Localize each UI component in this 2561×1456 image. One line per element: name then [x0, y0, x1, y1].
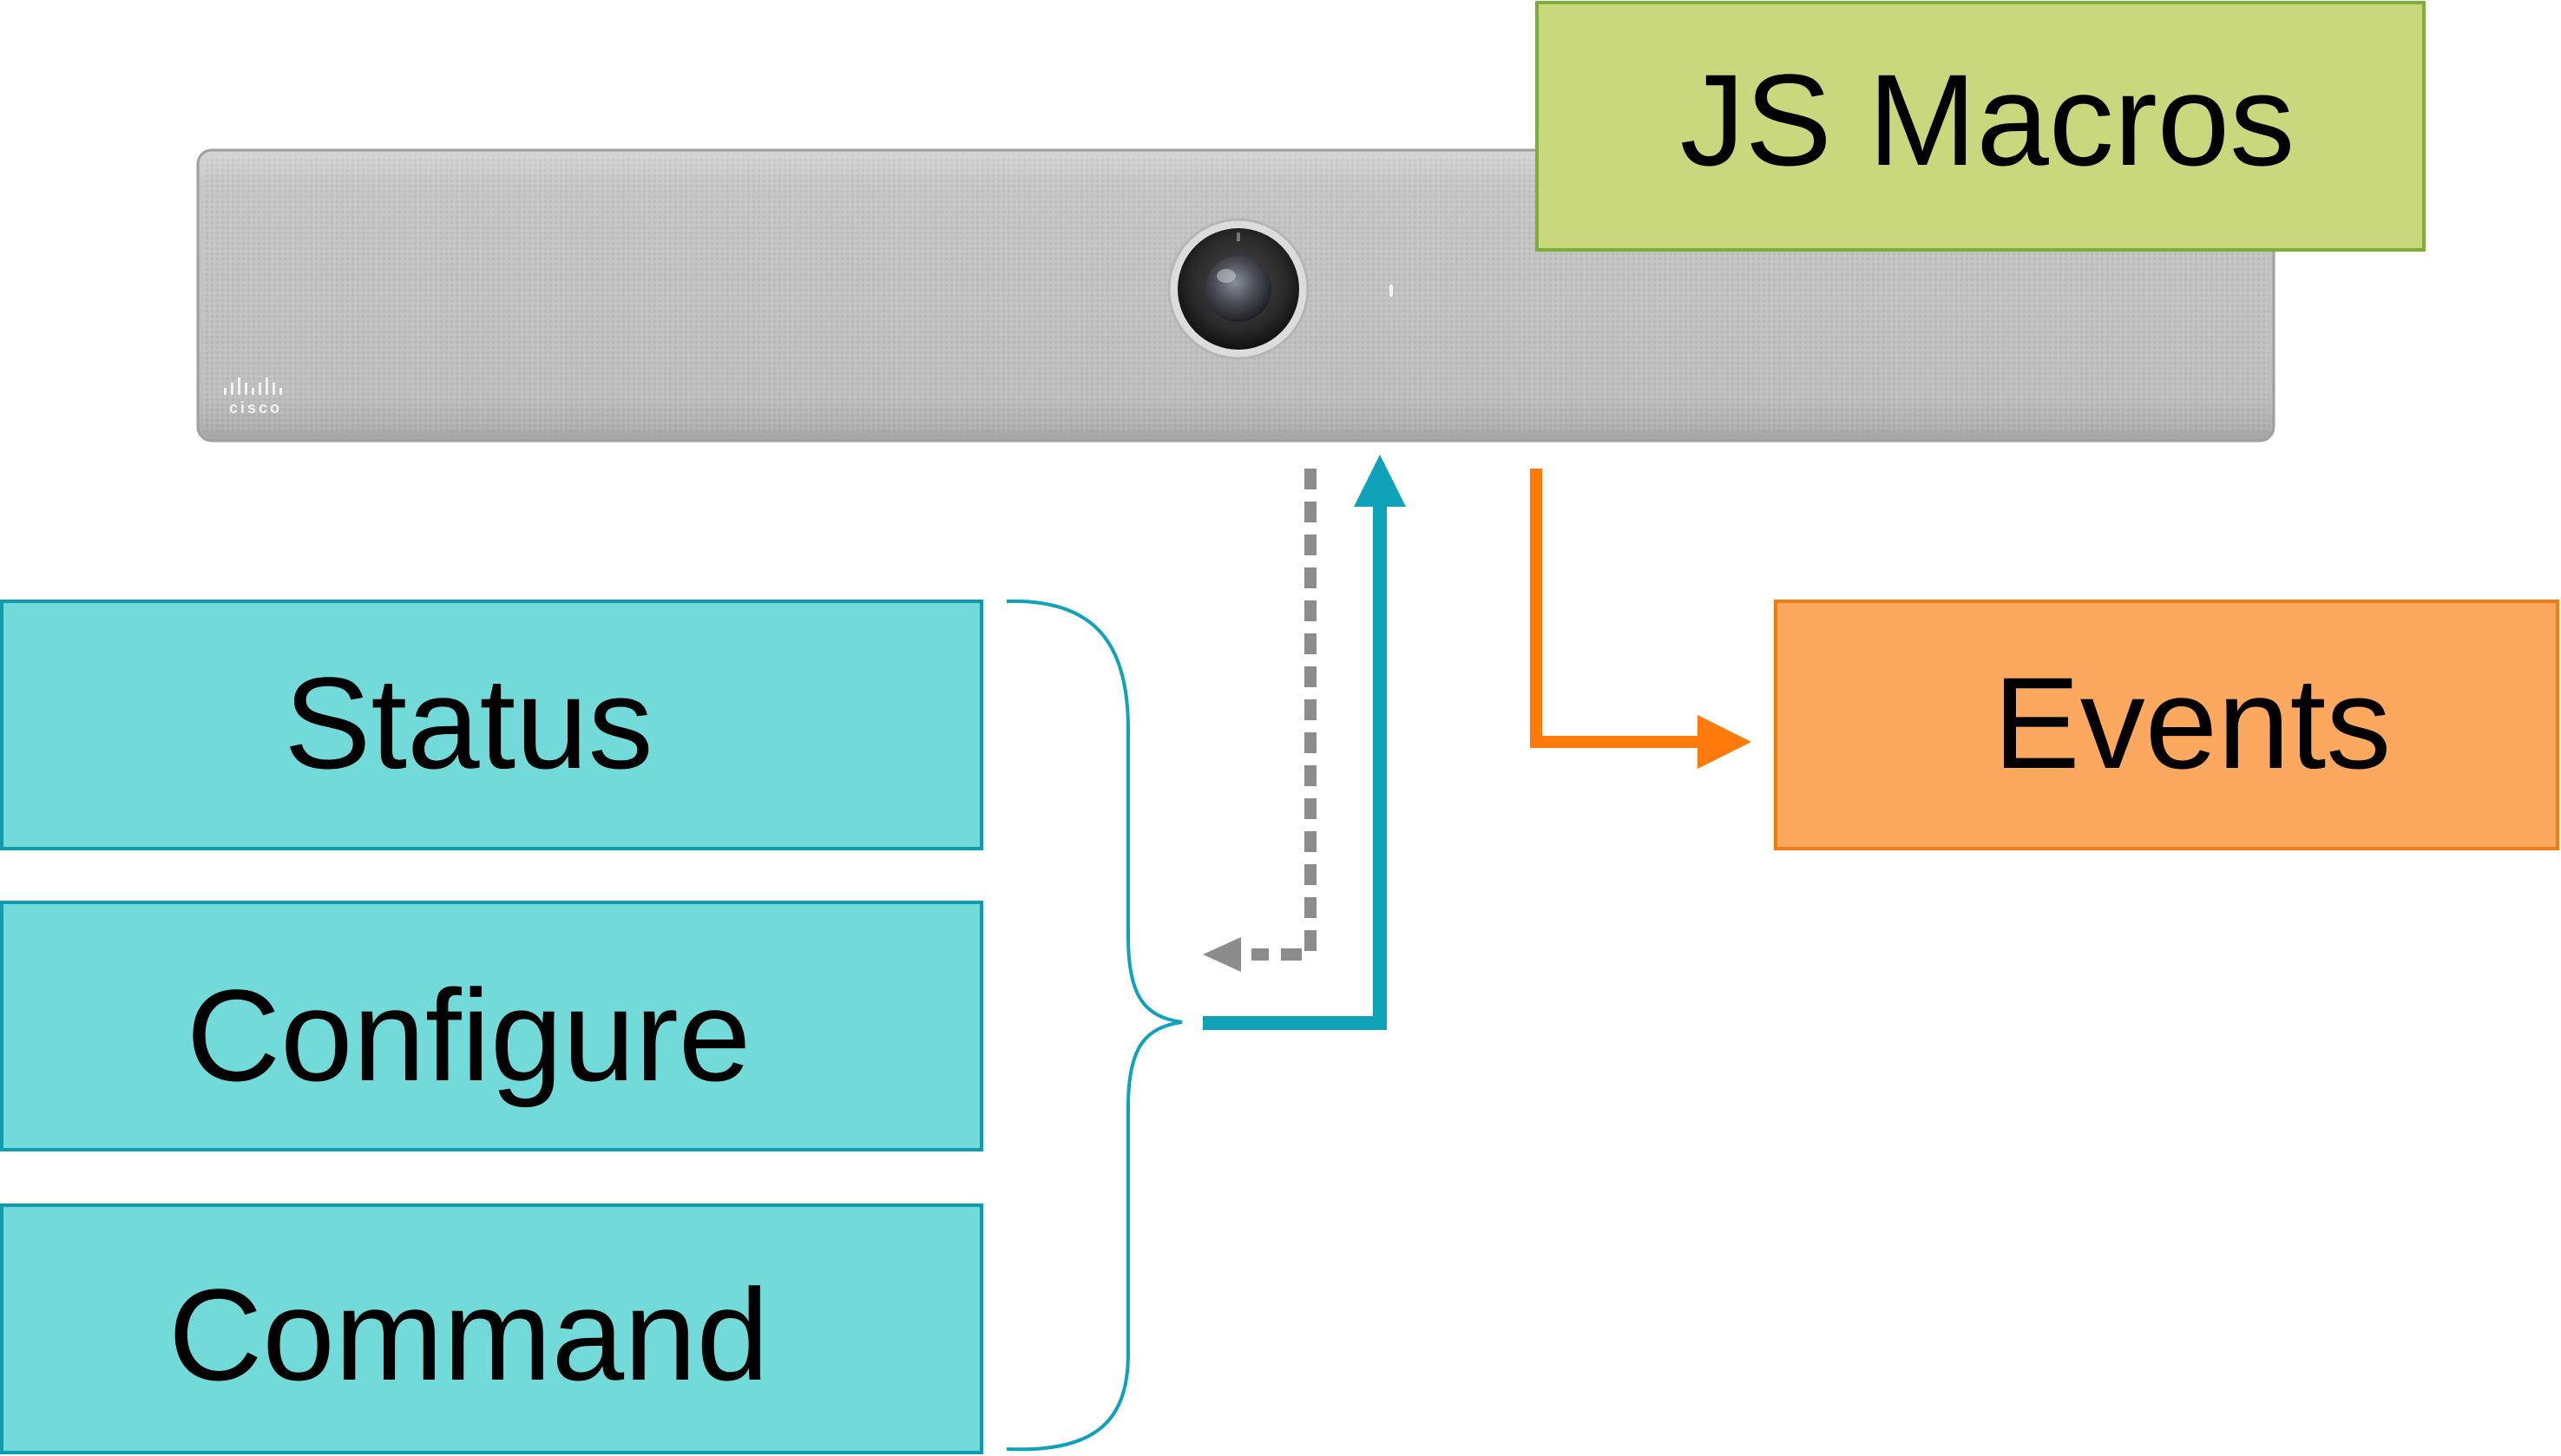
dotted-return-arrow: [1203, 469, 1317, 972]
camera-lens-icon: [1167, 218, 1310, 360]
command-box: Command: [0, 1203, 983, 1454]
cisco-logo-icon: cisco: [224, 377, 282, 416]
orange-event-arrow: [1530, 469, 1751, 769]
events-label: Events: [1993, 650, 2392, 796]
configure-label: Configure: [187, 962, 751, 1108]
cisco-logo-text: cisco: [229, 399, 282, 416]
indicator-light: [1389, 285, 1393, 297]
device-bottom-edge: [201, 430, 2270, 439]
js-macros-box: JS Macros: [1535, 1, 2426, 252]
group-brace: [1006, 599, 1183, 1452]
status-box: Status: [0, 600, 983, 850]
js-macros-label: JS Macros: [1680, 47, 2295, 193]
teal-request-arrow: [1203, 455, 1406, 1030]
command-label: Command: [168, 1262, 769, 1407]
events-box: Events: [1774, 600, 2559, 850]
configure-box: Configure: [0, 901, 983, 1151]
status-label: Status: [284, 650, 653, 796]
